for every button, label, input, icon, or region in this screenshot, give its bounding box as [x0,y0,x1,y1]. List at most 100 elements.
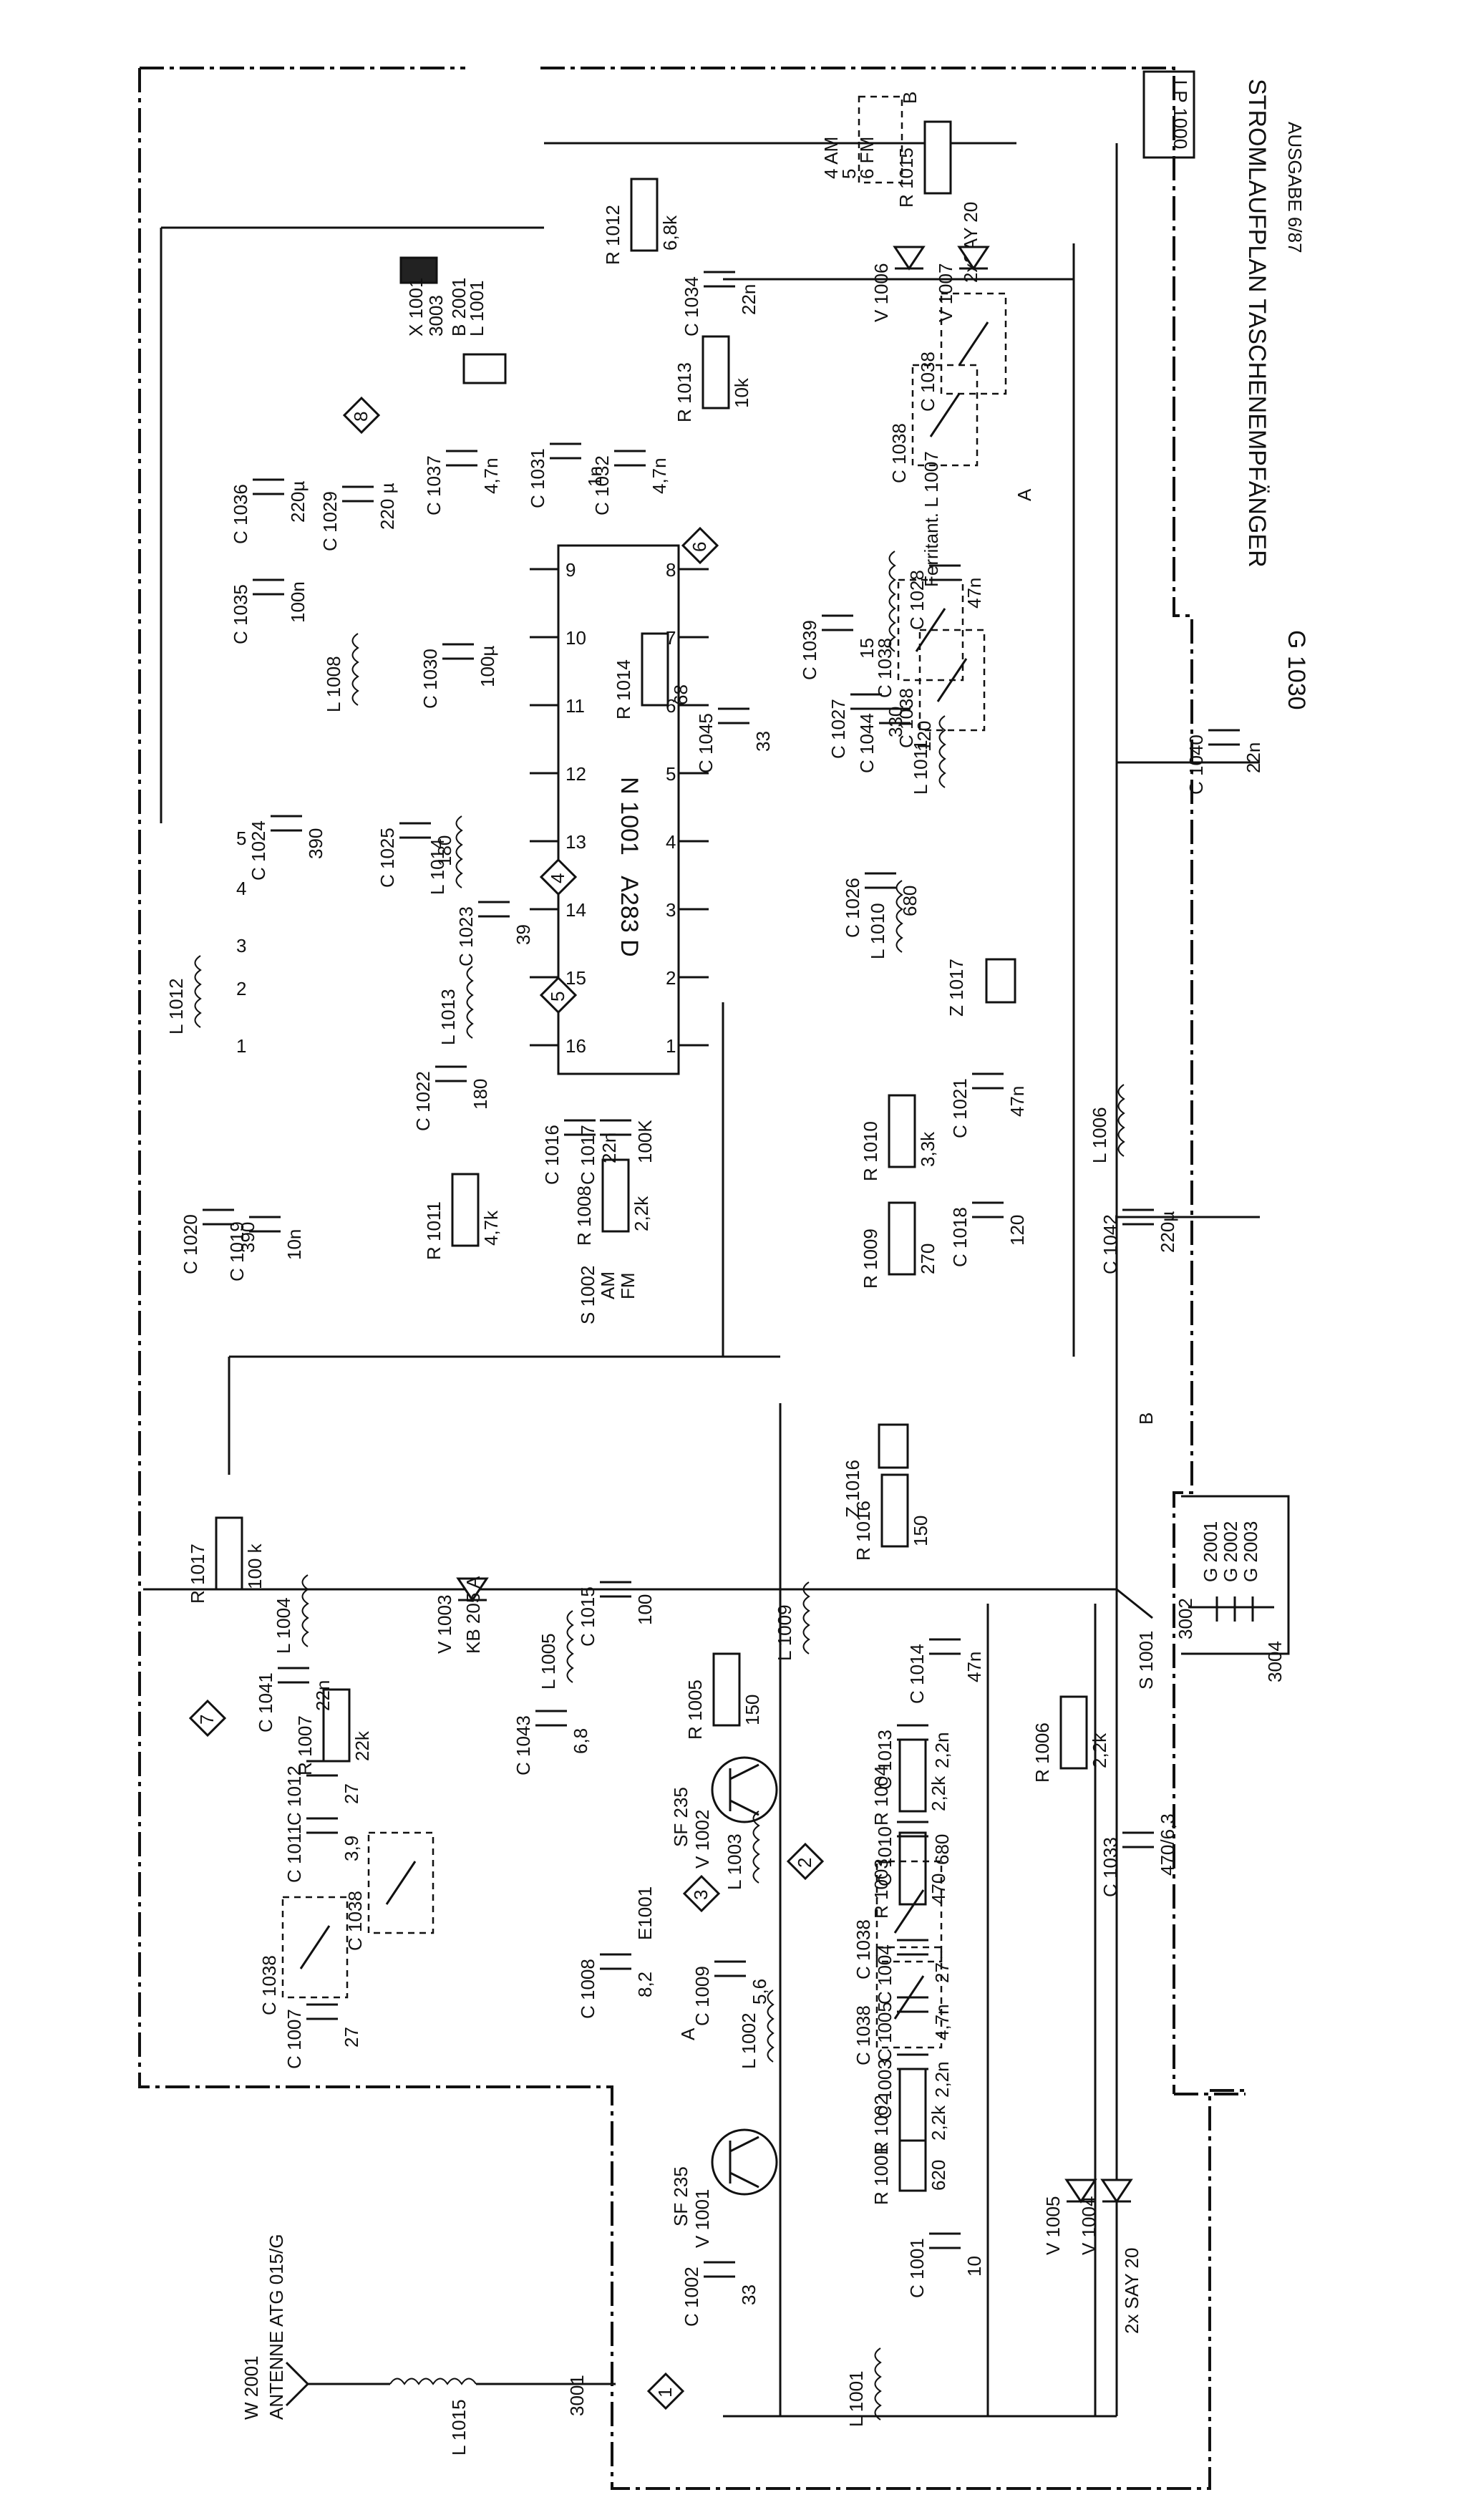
v1001-type: SF 235 [670,2166,691,2226]
band-switch: 4 AM 5 6 FM B [820,92,921,184]
capacitor-c1024-ref: C 1024 [248,820,269,881]
resistor-r1005-ref: R 1005 [684,1680,706,1740]
capacitor-c1007-ref: C 1007 [283,2009,305,2069]
resistor-r1011-body [451,1173,480,1247]
inductor-l1001-coil [874,2347,882,2420]
capacitor-c1030-value: 100µ [477,646,498,687]
battery-box: G 2001 G 2002 G 2003 3002 3004 [1175,1495,1290,1682]
resistor-r1001-value: 620 [928,2160,949,2191]
s1002-ref: S 1002 [577,1266,598,1324]
resistor-r1004-value: 2,2k [928,1775,949,1811]
trimmer-4-ref: C 1038 [853,2005,874,2065]
coil-pin-4: 4 [236,878,246,899]
capacitor-c1014-value: 47n [963,1652,985,1682]
ic-pin-16: 16 [565,1035,586,1057]
marker-2-diamond [786,1842,825,1881]
resistor-r1014-ref: R 1014 [613,659,634,719]
ic-pin-15: 15 [565,967,586,989]
capacitor-c1009-value: 5,6 [749,1979,770,2005]
resistor-r1005-body [712,1652,741,1727]
model-label: G 1030 [1283,630,1310,710]
filter-z1016-ref: Z 1016 [842,1460,863,1518]
diode-v1003-ref: V 1003 [434,1595,455,1654]
capacitor-c1036-ref: C 1036 [230,484,251,544]
inductor-l1011-ref: L 1011 [910,740,931,795]
antenna-terminal: 3001 [566,2375,588,2416]
capacitor-c1030-ref: C 1030 [419,649,441,709]
resistor-r1015-ref: R 1015 [895,147,917,208]
capacitor-c1028-ref: C 1028 [906,570,928,630]
marker-6-diamond [681,526,719,565]
resistor-r1004-ref: R 1004 [870,1765,892,1826]
switch-s1001-label: S 1001 [1135,1631,1157,1690]
diode-v1003-body [456,1577,489,1602]
resistor-r1004-body [898,1738,927,1813]
battery-cell-1: G 2001 [1200,1521,1221,1582]
inductor-l1012-coil [194,955,202,1028]
v1002-ref: V 1002 [691,1810,713,1869]
resistor-r1017-ref: R 1017 [187,1544,208,1604]
diode-pair-lower: 2x SAY 20 [1121,2248,1142,2334]
ic-pin-10: 10 [565,627,586,649]
diode-v1007-body [957,246,990,271]
inductor-l1001-ref: L 1001 [845,2370,867,2427]
ic-pin-5: 5 [666,763,676,785]
coil-pin-1: 1 [236,1035,246,1057]
diode-v1006-ref: V 1006 [870,263,892,322]
crossref-a-upper: A [1014,488,1035,501]
capacitor-c1020-value: 390 [237,1222,258,1253]
capacitor-c1007-value: 27 [341,2027,362,2048]
resistor-r1012-ref: R 1012 [602,205,623,265]
diode-pair-upper: 2xSAY 20 [960,202,981,283]
switch-s1002: S 1002 AM FM [577,1266,639,1324]
crossref-b-lower: B [1135,1412,1157,1425]
capacitor-c1044-value: 120 [913,721,935,752]
capacitor-c1045-value: 33 [752,731,774,752]
board-id-box: LP 1000 [1142,70,1195,159]
capacitor-c1043-ref: C 1043 [513,1715,534,1775]
inductor-l1004-ref: L 1004 [273,1597,294,1654]
inductor-l1014-ref: L 1014 [427,838,448,895]
diode-v1005-body [1064,2179,1097,2204]
inductor-l1013-ref: L 1013 [437,989,459,1045]
capacitor-c1011-value: 3,9 [341,1836,362,1861]
resistor-r1002-ref: R 1002 [870,2095,892,2155]
resistor-r1009-ref: R 1009 [860,1228,881,1289]
trimmer-box-5 [911,364,979,467]
inductor-l1010-ref: L 1010 [867,903,888,959]
marker-1-diamond [646,2372,685,2410]
jack-pin: 3003 [425,295,447,336]
capacitor-c1018-ref: C 1018 [949,1207,971,1267]
capacitor-c1008-value: 8,2 [634,1972,656,1997]
ic-pin-11: 11 [565,695,585,717]
resistor-r1010-ref: R 1010 [860,1121,881,1181]
diode-v1005-ref: V 1005 [1042,2196,1064,2255]
marker-5-diamond [539,976,578,1014]
capacitor-c1020-ref: C 1020 [180,1214,201,1274]
battery-terminal-b: 3004 [1264,1641,1286,1682]
transistor-v1002: V 1002 SF 235 [670,1756,778,1869]
resistor-r1011-ref: R 1011 [423,1201,445,1260]
capacitor-c1011-ref: C 1011 [283,1824,305,1883]
filter-z1016-body [878,1423,909,1469]
resistor-r1011-value: 4,7k [480,1210,502,1246]
capacitor-c1039-ref: C 1039 [799,620,820,680]
inductor-l1006-ref: L 1006 [1089,1107,1110,1163]
capacitor-c1012-ref: C 1012 [283,1765,305,1826]
capacitor-c1022-value: 180 [470,1079,491,1110]
capacitor-c1040-value: 22n [1243,742,1264,773]
title-block: STROMLAUFPLAN TASCHENEMPFÄNGER G 1030 AU… [1243,79,1310,710]
transistor-v1001: V 1001 SF 235 [670,2128,778,2248]
resistor-r1006-body [1059,1695,1088,1770]
resistor-r1017-body [215,1516,243,1591]
capacitor-c1040-ref: C 1040 [1185,735,1207,795]
capacitor-c1012-value: 27 [341,1783,362,1804]
v1002-type: SF 235 [670,1787,691,1847]
speaker-jack: X 1001 3003 B 2001 L 1001 [399,256,507,384]
